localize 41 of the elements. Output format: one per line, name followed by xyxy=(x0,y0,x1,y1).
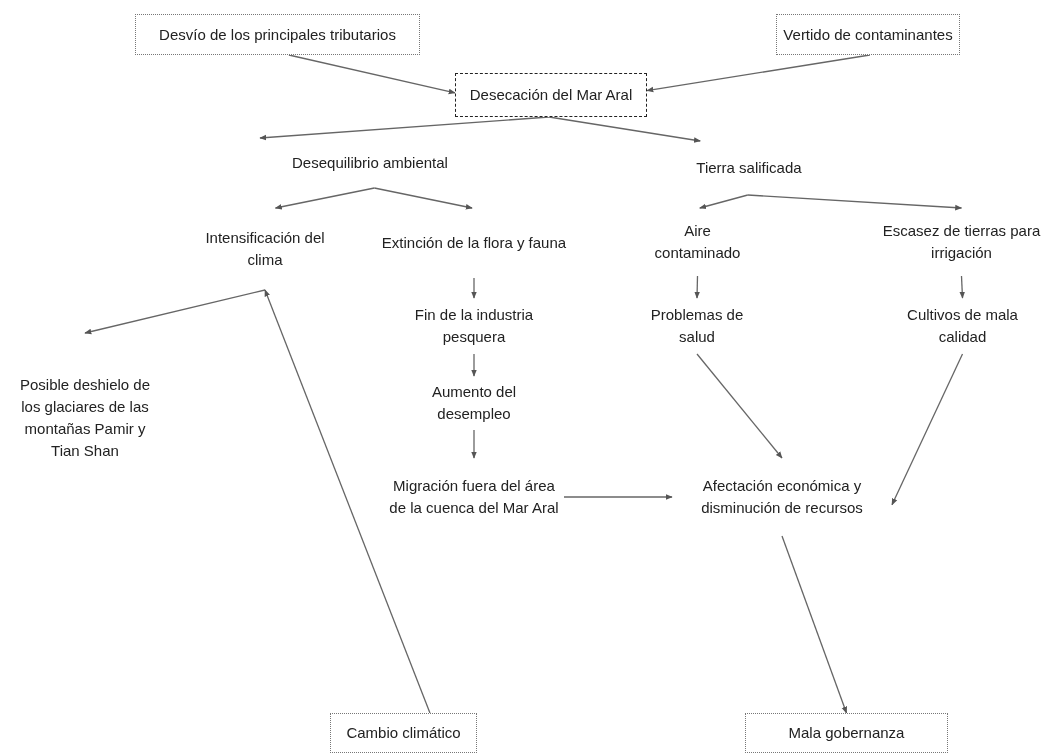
arrow xyxy=(699,194,749,210)
cause-box xyxy=(135,14,420,55)
arrow xyxy=(471,277,477,299)
node-text: Cambio climático xyxy=(346,723,461,743)
node-text: Desequilibrio ambiental xyxy=(292,153,448,173)
cause-box xyxy=(745,713,948,753)
arrow xyxy=(548,116,701,143)
node-text: Fin de la industria pesquera xyxy=(413,305,535,347)
arrow xyxy=(891,353,964,506)
arrow xyxy=(646,54,871,93)
node-text: Mala gobernanza xyxy=(788,723,905,743)
arrow xyxy=(694,275,700,299)
node-text: Tierra salificada xyxy=(696,158,802,178)
arrow xyxy=(471,429,477,459)
node-text: Aire contaminado xyxy=(653,221,742,263)
cause-box xyxy=(455,73,647,117)
node-text: Aumento del desempleo xyxy=(430,382,518,424)
arrow xyxy=(781,535,848,714)
node-text: Desecación del Mar Aral xyxy=(469,85,633,105)
node-text: Extinción de la flora y fauna xyxy=(381,233,567,253)
node-text: Problemas de salud xyxy=(649,305,745,347)
cause-box xyxy=(330,713,477,753)
arrow xyxy=(959,275,965,299)
node-text: Cultivos de mala calidad xyxy=(906,305,1019,347)
node-text: Vertido de contaminantes xyxy=(783,24,953,45)
arrow xyxy=(563,494,673,500)
arrow xyxy=(84,289,266,335)
node-text: Desvío de los principales tributarios xyxy=(159,24,396,45)
node-text: Afectación económica y disminución de recursos xyxy=(700,476,864,518)
cause-box xyxy=(776,14,960,55)
node-text: Intensificación del clima xyxy=(204,228,326,270)
arrow xyxy=(696,353,783,459)
arrow xyxy=(373,187,473,210)
arrow xyxy=(747,194,963,211)
node-text: Migración fuera del área de la cuenca del Mar Aral xyxy=(388,476,560,518)
node-text: Posible deshielo de los glaciares de las montañas Pamir y Tian Shan xyxy=(18,375,152,461)
arrow xyxy=(264,289,431,714)
node-text: Escasez de tierras para irrigación xyxy=(881,221,1042,263)
arrow xyxy=(274,187,376,210)
arrow xyxy=(288,54,456,95)
arrow xyxy=(471,353,477,377)
